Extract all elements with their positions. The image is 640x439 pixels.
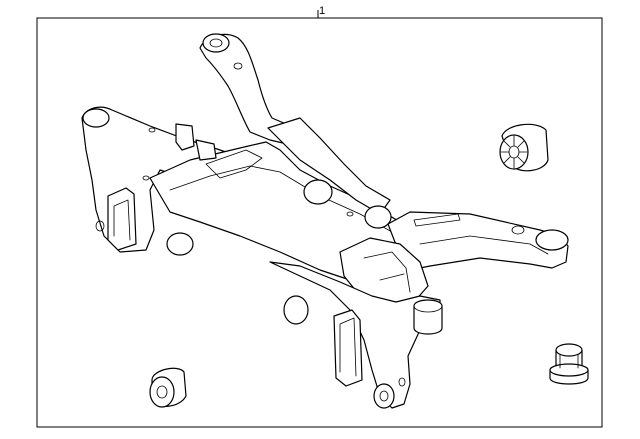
rear-tube-hole (346, 211, 354, 217)
center-beam-ridge (205, 149, 263, 179)
frame-front-junction (339, 237, 429, 307)
front-junction-detail (363, 251, 411, 293)
crossmember-frame (81, 33, 569, 409)
frame-rear-tube (267, 117, 391, 215)
lower-mount-right (413, 299, 443, 335)
bushing-lower-right-top (555, 343, 583, 357)
frame-upper-arm (199, 33, 301, 147)
bushing-lower-right-lines (559, 353, 579, 369)
lower-rail-bracket (333, 309, 363, 387)
right-arm-edge (419, 235, 549, 255)
bushing-lower-right (549, 343, 589, 385)
lower-rail-end-cap (373, 383, 395, 409)
right-arm-slot (413, 213, 461, 227)
rear-tube-mount-2 (364, 205, 392, 229)
lower-mount-right-top (413, 299, 443, 313)
lower-mount-left (166, 232, 194, 256)
upper-tower-cap (202, 33, 230, 53)
upper-left-gusset-2 (195, 139, 217, 161)
rear-tube-mount-1 (303, 179, 333, 205)
left-bracket-detail (113, 199, 131, 241)
bushing-upper-right-slots (500, 135, 528, 169)
callout-1: 1 (317, 5, 325, 18)
left-rail-top-cap (82, 108, 110, 128)
right-arm-end-cap (535, 229, 569, 251)
lower-rail-side-hole (398, 377, 406, 387)
diagram-border (36, 17, 603, 428)
upper-left-gusset-1 (175, 123, 195, 151)
center-beam-top-edge (169, 165, 393, 233)
right-arm-hole (511, 225, 525, 235)
bushing-lower-left (149, 367, 187, 408)
upper-tower-hole (209, 38, 223, 48)
lower-rail-bracket-detail (339, 317, 357, 377)
center-beam-hole-1 (142, 175, 150, 181)
center-beam-hole-2 (148, 127, 156, 133)
bushing-upper-right (499, 123, 549, 172)
bushing-lower-left-face (149, 376, 175, 408)
bushing-lower-right-flange-top (549, 363, 589, 377)
bushing-lower-left-bore (156, 385, 168, 399)
lower-mount-center (283, 295, 309, 325)
lower-rail-end-hole (379, 390, 389, 402)
left-bracket-hole (95, 220, 105, 232)
callout-number: 1 (319, 5, 325, 17)
upper-arm-hole (233, 62, 243, 70)
left-rail-front-bracket (107, 187, 137, 251)
